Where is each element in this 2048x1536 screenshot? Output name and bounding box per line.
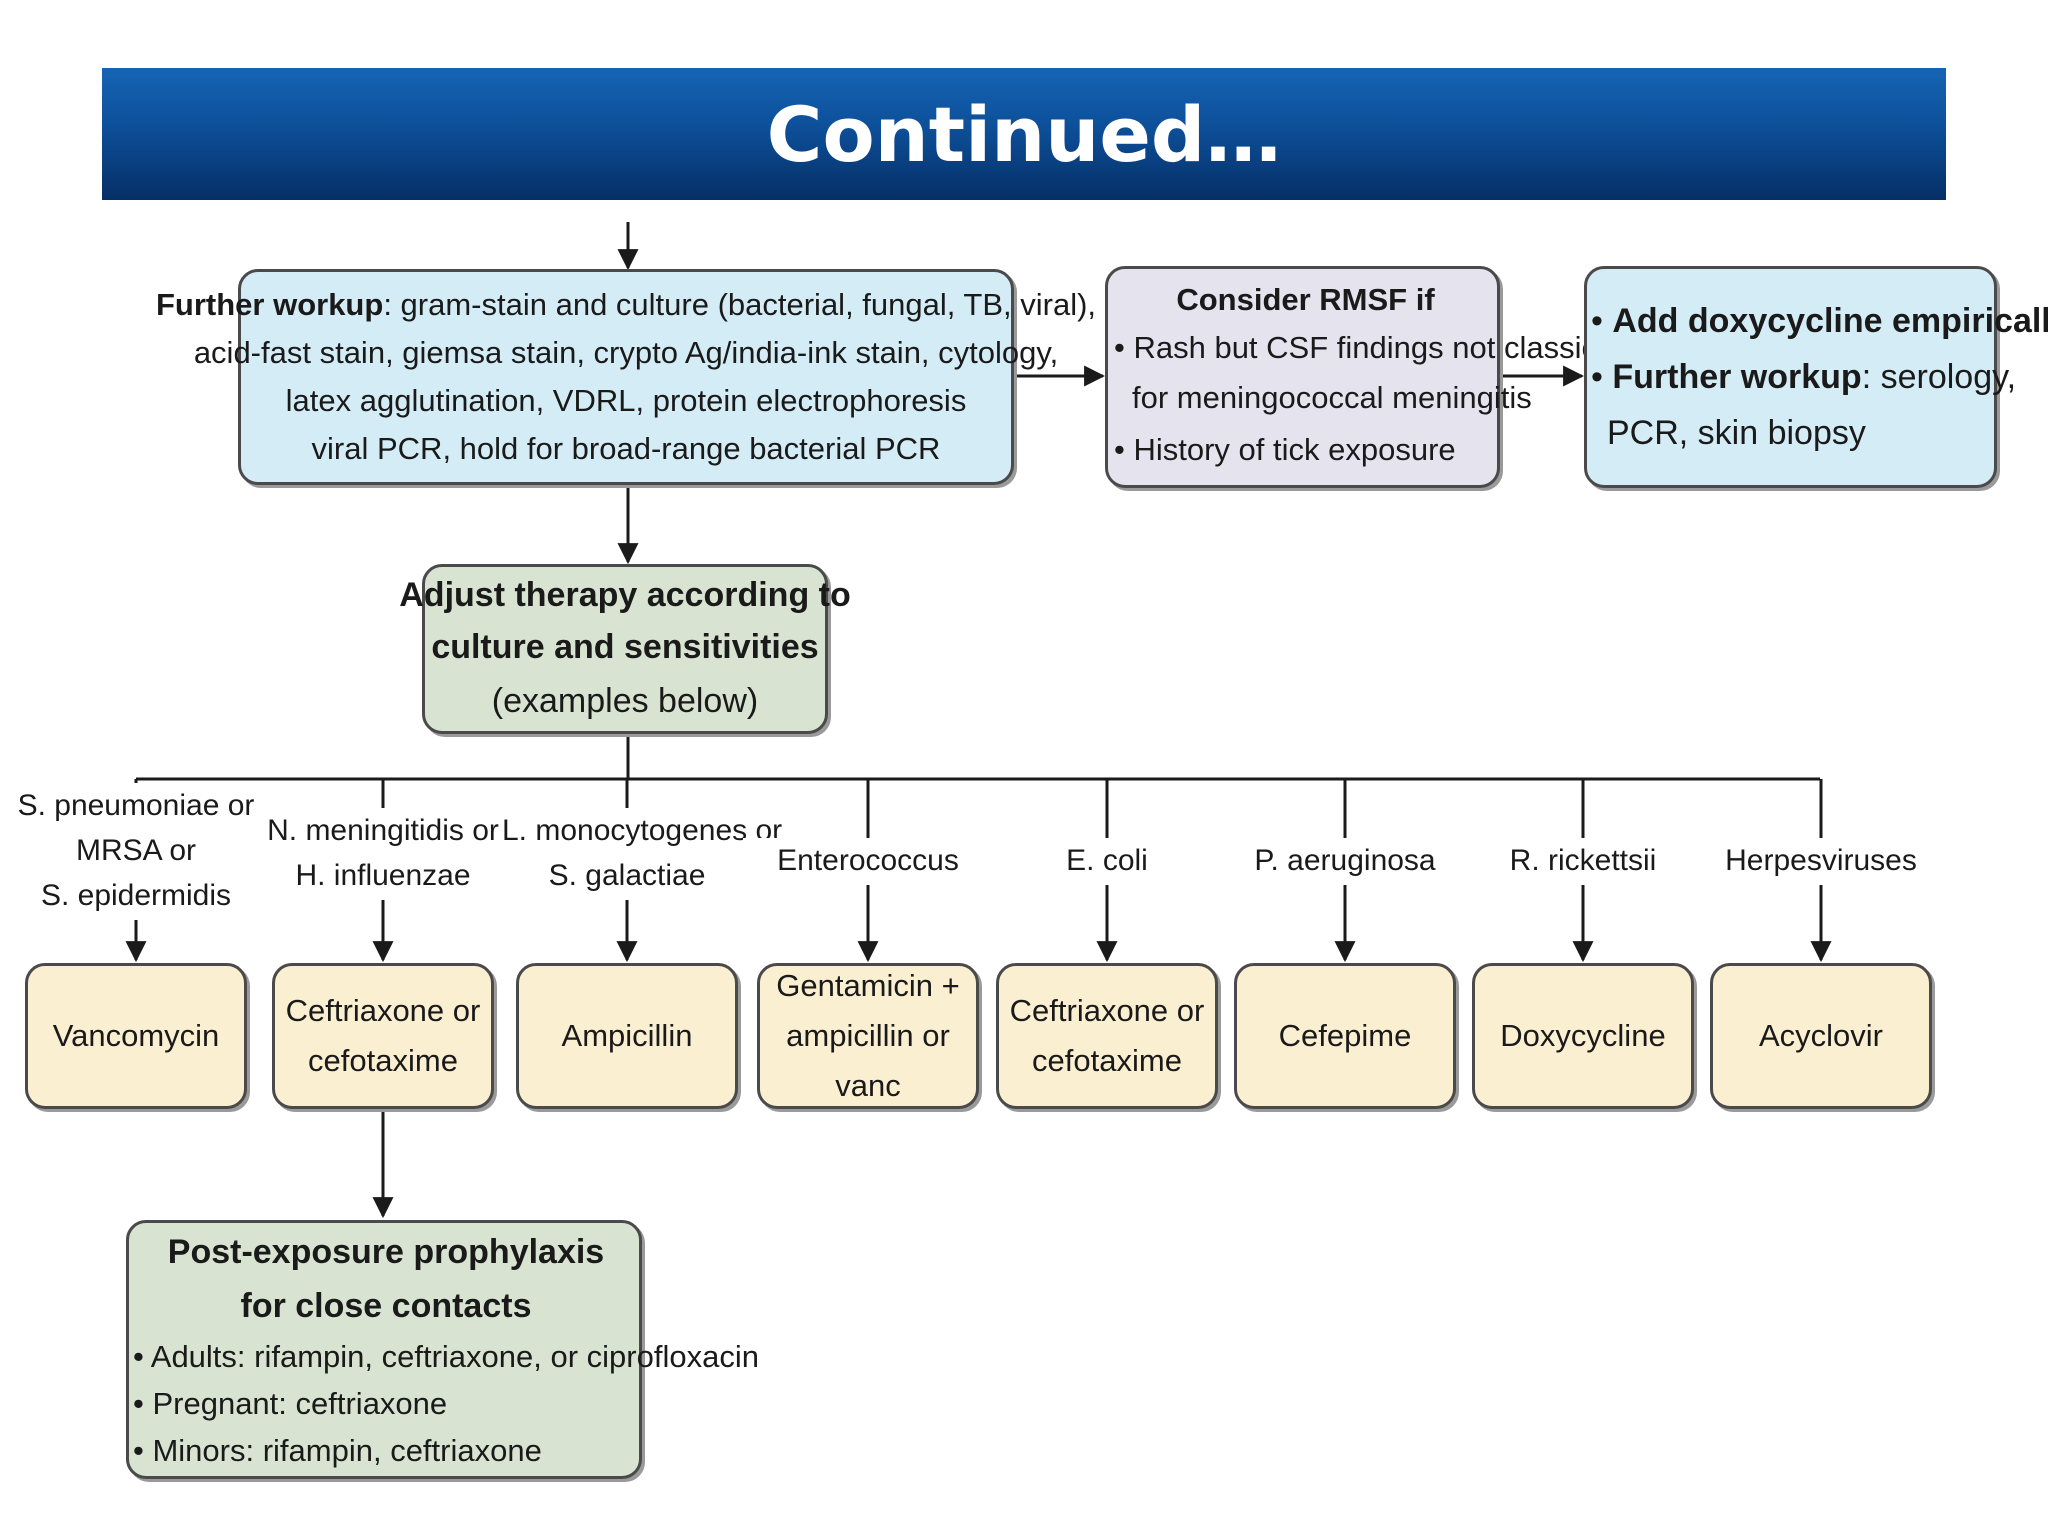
organism-label: L. monocytogenes or S. galactiae [502,808,783,898]
prophylaxis-box: Post-exposure prophylaxis for close cont… [126,1220,759,1479]
drug-name: ampicillin or vanc [786,1018,950,1103]
drug-box: Cefepime [1234,963,1456,1109]
organism-label: Herpesviruses [1696,838,1946,883]
drug-name: Ceftriaxone or [285,993,481,1028]
drug-box: Vancomycin [25,963,247,1109]
prophylaxis-bullet-1-text: Adults: rifampin, ceftriaxone, or ciprof… [150,1339,759,1374]
drug-name: Gentamicin + [776,968,960,1003]
organism-label-line: S. epidermidis [40,879,232,912]
bullet-dot: • [1591,358,1613,396]
bullet-dot: • [133,1433,153,1468]
consider-rmsf-box: Consider RMSF if • Rash but CSF findings… [1105,266,1597,488]
workup-lead: Further workup [155,287,384,322]
drug-box: Ceftriaxone or cefotaxime [996,963,1218,1109]
workup-line-1: Further workup: gram-stain and culture (… [156,281,1096,329]
drug-name: cefotaxime [1032,1043,1182,1078]
drug-box: Ceftriaxone or cefotaxime [272,963,494,1109]
drug-name: Cefepime [1278,1018,1412,1053]
drug-box: Doxycycline [1472,963,1694,1109]
workup-line-4: viral PCR, hold for broad-range bacteria… [311,431,941,466]
rmsf-bullet-1: • Rash but CSF findings not classic [1114,323,1597,373]
bullet-dot: • [133,1386,153,1421]
organism-label-line: N. meningitidis or [267,814,499,847]
rmsf-heading: Consider RMSF if [1176,282,1435,317]
organism-label: R. rickettsii [1458,838,1708,883]
bullet-dot: • [1591,302,1613,340]
organism-label-line: MRSA or [75,834,197,867]
doxy-bullet-1: • Add doxycycline empirically [1591,293,2048,349]
adjust-therapy-box: Adjust therapy according to culture and … [399,564,851,734]
drug-name: Ceftriaxone or [1009,993,1205,1028]
organism-label: P. aeruginosa [1220,838,1470,883]
doxy-bullet-2-cont: PCR, skin biopsy [1607,414,1866,452]
title-banner: Continued… [102,68,1946,200]
organism-label-line: E. coli [1066,844,1148,877]
organism-label-line: P. aeruginosa [1254,844,1436,877]
workup-line-1-rest: : gram-stain and culture (bacterial, fun… [383,287,1097,322]
prophylaxis-line-2: for close contacts [240,1287,532,1325]
drug-name: Vancomycin [52,1018,220,1053]
organism-label: Enterococcus [743,838,993,883]
organism-label-line: H. influenzae [295,859,471,892]
drug-box: Acyclovir [1710,963,1932,1109]
adjust-line-3: (examples below) [491,682,759,720]
prophylaxis-bullet-1: • Adults: rifampin, ceftriaxone, or cipr… [133,1333,759,1380]
organism-label-line: Herpesviruses [1725,844,1917,877]
drug-name: Ampicillin [561,1018,693,1053]
rmsf-bullet-1-text: Rash but CSF findings not classic [1133,330,1597,365]
workup-line-2: acid-fast stain, giemsa stain, crypto Ag… [193,335,1059,370]
doxy-bullet-2-rest: : serology, [1861,358,2017,396]
organism-label-line: S. galactiae [548,859,706,892]
bullet-dot: • [1114,330,1134,365]
organism-label-line: S. pneumoniae or [17,789,255,822]
drug-name: Acyclovir [1758,1018,1883,1053]
organism-label-line: L. monocytogenes or [502,814,783,847]
workup-line-3: latex agglutination, VDRL, protein elect… [285,383,967,418]
doxy-bullet-2-lead: Further workup [1612,358,1862,396]
bullet-dot: • [1114,432,1134,467]
page-title: Continued… [766,89,1282,179]
drug-name: Doxycycline [1500,1018,1666,1053]
prophylaxis-bullet-3: • Minors: rifampin, ceftriaxone [133,1427,542,1474]
rmsf-bullet-2: • History of tick exposure [1114,423,1456,477]
drug-name: cefotaxime [308,1043,458,1078]
prophylaxis-bullet-2-text: Pregnant: ceftriaxone [152,1386,448,1421]
organism-label: N. meningitidis or H. influenzae [258,808,508,898]
prophylaxis-line-1: Post-exposure prophylaxis [167,1233,605,1271]
rmsf-bullet-2-text: History of tick exposure [1133,432,1456,467]
drug-box: Gentamicin + ampicillin or vanc [757,963,979,1109]
adjust-line-1: Adjust therapy according to [399,576,851,614]
adjust-line-2: culture and sensitivities [431,628,819,666]
organism-label: S. pneumoniae or MRSA or S. epidermidis [11,783,261,918]
rmsf-bullet-1-cont: for meningococcal meningitis [1132,380,1532,415]
further-workup-box: Further workup: gram-stain and culture (… [156,269,1096,485]
prophylaxis-bullet-3-text: Minors: rifampin, ceftriaxone [152,1433,542,1468]
bullet-dot: • [133,1339,151,1374]
doxy-bullet-1-text: Add doxycycline empirically [1612,302,2048,340]
add-doxycycline-box: • Add doxycycline empirically • Further … [1584,266,2048,488]
organism-label-line: R. rickettsii [1509,844,1657,877]
organism-label-line: Enterococcus [777,844,959,877]
prophylaxis-bullet-2: • Pregnant: ceftriaxone [133,1380,447,1427]
doxy-bullet-2: • Further workup: serology, [1591,349,2016,405]
organism-label: E. coli [982,838,1232,883]
drug-box: Ampicillin [516,963,738,1109]
